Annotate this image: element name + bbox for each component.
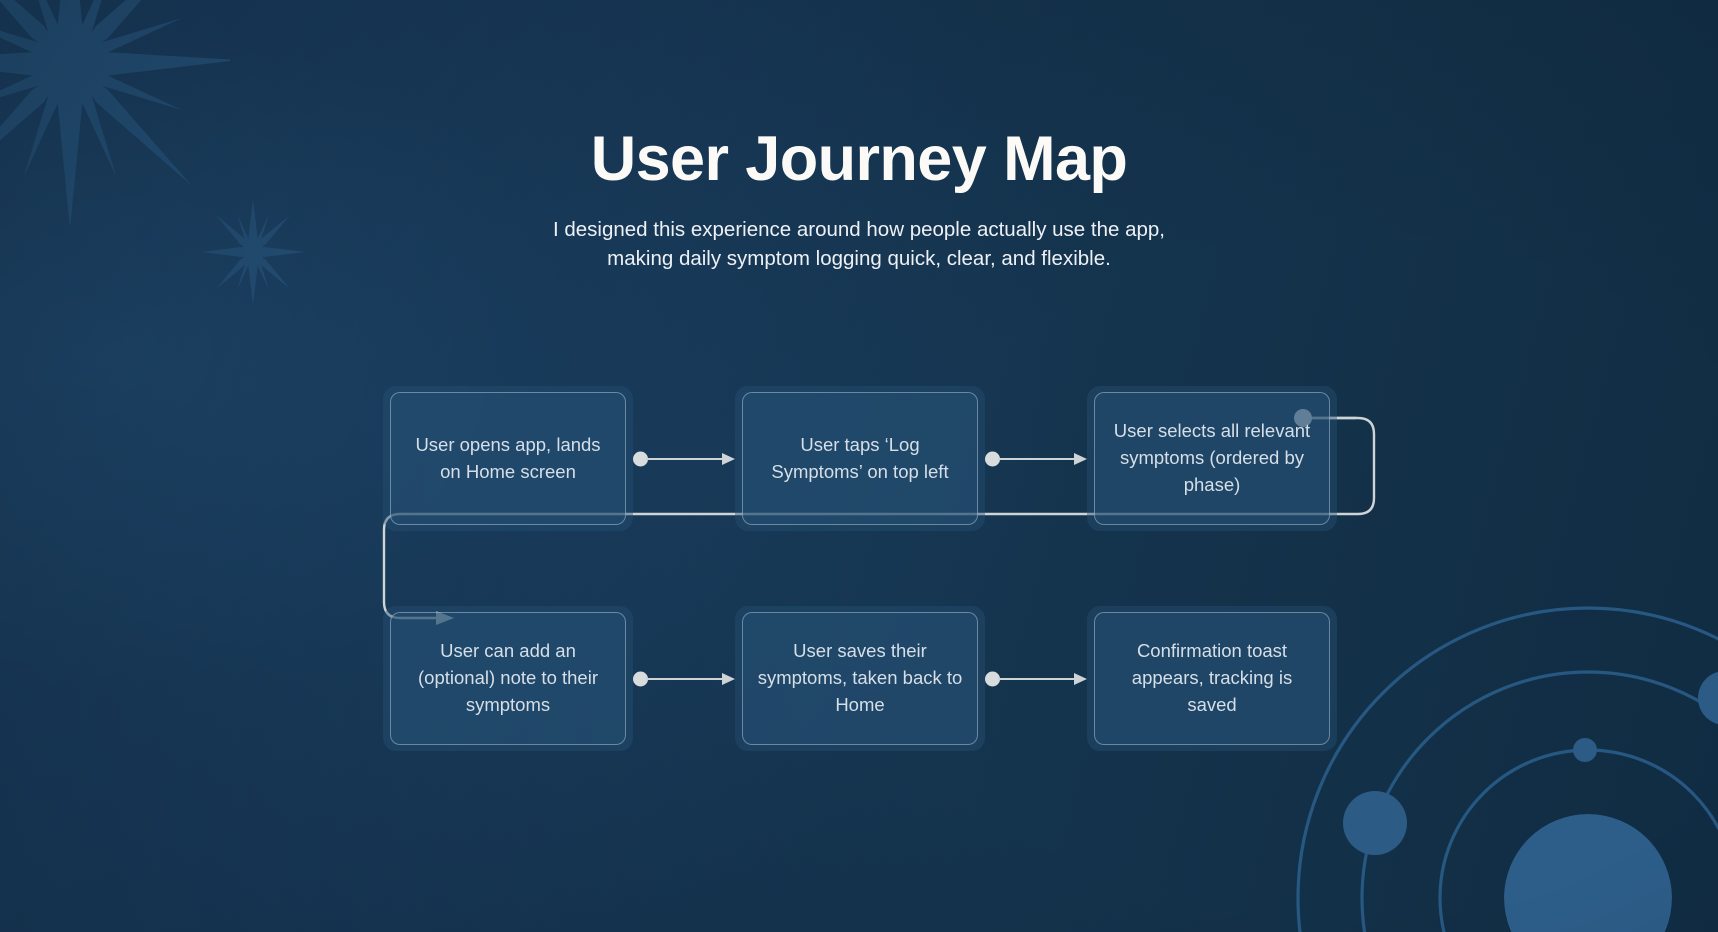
flow-node-4-label: User can add an (optional) note to their…: [418, 640, 598, 715]
connector-node4-to-node5: [633, 667, 735, 691]
header: User Journey Map I designed this experie…: [0, 128, 1718, 273]
connector-arrowhead-icon: [1074, 672, 1087, 685]
flow-node-4[interactable]: User can add an (optional) note to their…: [383, 606, 633, 751]
flow-node-5-label: User saves their symptoms, taken back to…: [757, 640, 963, 715]
flow-node-1-label: User opens app, lands on Home screen: [415, 433, 601, 482]
flow-node-6-label: Confirmation toast appears, tracking is …: [1131, 640, 1293, 715]
connector-node2-to-node3: [985, 447, 1087, 471]
flow-node-6[interactable]: Confirmation toast appears, tracking is …: [1087, 606, 1337, 751]
flow-row-bottom: User can add an (optional) note to their…: [383, 606, 1337, 751]
connector-start-dot: [985, 671, 1000, 686]
flow-node-6-inner: Confirmation toast appears, tracking is …: [1094, 612, 1330, 745]
connector-start-dot: [633, 671, 648, 686]
connector-arrowhead-icon: [722, 672, 735, 685]
flow-node-5[interactable]: User saves their symptoms, taken back to…: [735, 606, 985, 751]
journey-flow-diagram: User opens app, lands on Home screen Use…: [382, 386, 1376, 751]
flow-node-2-inner: User taps ‘Log Symptoms’ on top left: [742, 392, 978, 525]
connector-line: [646, 457, 722, 460]
flow-node-1[interactable]: User opens app, lands on Home screen: [383, 386, 633, 531]
page-subtitle: I designed this experience around how pe…: [552, 218, 1165, 271]
connector-start-dot: [633, 451, 648, 466]
flow-node-3[interactable]: User selects all relevant symptoms (orde…: [1087, 386, 1337, 531]
flow-node-4-inner: User can add an (optional) note to their…: [390, 612, 626, 745]
connector-arrowhead-icon: [1074, 452, 1087, 465]
connector-line: [646, 677, 722, 680]
flow-row-top: User opens app, lands on Home screen Use…: [383, 386, 1337, 531]
connector-start-dot: [985, 451, 1000, 466]
flow-node-3-inner: User selects all relevant symptoms (orde…: [1094, 392, 1330, 525]
flow-node-5-inner: User saves their symptoms, taken back to…: [742, 612, 978, 745]
flow-node-3-label: User selects all relevant symptoms (orde…: [1113, 420, 1311, 495]
flow-node-2-label: User taps ‘Log Symptoms’ on top left: [771, 433, 949, 482]
flow-node-1-inner: User opens app, lands on Home screen: [390, 392, 626, 525]
connector-line: [998, 457, 1074, 460]
connector-node1-to-node2: [633, 447, 735, 471]
connector-arrowhead-icon: [722, 452, 735, 465]
page-title: User Journey Map: [590, 124, 1128, 194]
flow-node-2[interactable]: User taps ‘Log Symptoms’ on top left: [735, 386, 985, 531]
connector-line: [998, 677, 1074, 680]
connector-node5-to-node6: [985, 667, 1087, 691]
